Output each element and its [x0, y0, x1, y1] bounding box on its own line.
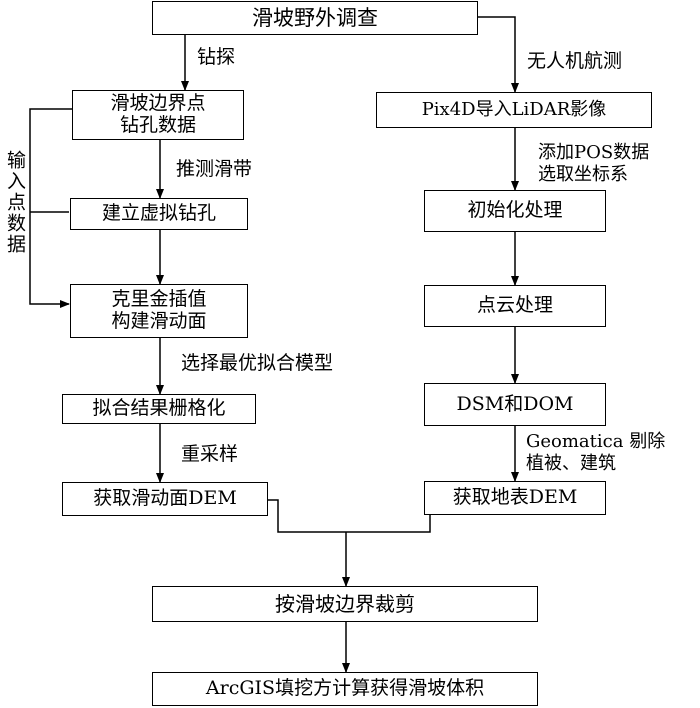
label-geomatica-line1: Geomatica 剔除 [526, 431, 666, 452]
node-init-process: 初始化处理 [424, 190, 606, 232]
node-rasterize-text: 拟合结果栅格化 [92, 397, 226, 420]
node-lidar-import: Pix4D导入LiDAR影像 [376, 92, 652, 128]
connector-survey-to-lidar [478, 16, 519, 93]
label-geomatica-line2: 植被、建筑 [526, 452, 616, 474]
node-kriging-line2: 构建滑动面 [111, 310, 207, 332]
node-field-survey: 滑坡野外调查 [152, 1, 478, 35]
label-resample: 重采样 [181, 443, 239, 465]
node-borehole-data-line1: 滑坡边界点 [110, 92, 206, 115]
label-input-points: 输入点数据 [4, 150, 26, 255]
node-clip-text: 按滑坡边界裁剪 [275, 591, 415, 616]
node-field-survey-text: 滑坡野外调查 [252, 5, 378, 30]
node-borehole-data-line2: 钻孔数据 [119, 114, 196, 136]
node-kriging: 克里金插值 构建滑动面 [70, 284, 248, 338]
connector-input-points [29, 108, 72, 308]
node-borehole-data: 滑坡边界点 钻孔数据 [72, 90, 244, 140]
node-rasterize: 拟合结果栅格化 [62, 394, 256, 424]
node-dsm-dom: DSM和DOM [424, 383, 606, 426]
label-best-model: 选择最优拟合模型 [181, 352, 334, 374]
node-slide-dem-text: 获取滑动面DEM [93, 487, 237, 510]
label-add-pos-line2: 选取坐标系 [538, 163, 628, 185]
node-slide-dem: 获取滑动面DEM [62, 482, 268, 516]
node-volume-text: ArcGIS填挖方计算获得滑坡体积 [205, 677, 485, 700]
label-drilling: 钻探 [197, 46, 236, 68]
node-init-process-text: 初始化处理 [467, 199, 563, 222]
label-add-pos: 添加POS数据 选取坐标系 [538, 142, 649, 185]
node-virtual-borehole: 建立虚拟钻孔 [70, 198, 248, 230]
node-surface-dem: 获取地表DEM [424, 481, 606, 515]
node-surface-dem-text: 获取地表DEM [452, 486, 578, 509]
node-point-cloud: 点云处理 [424, 285, 606, 327]
label-infer-zone: 推测滑带 [176, 158, 253, 180]
node-clip: 按滑坡边界裁剪 [152, 586, 538, 622]
label-geomatica: Geomatica 剔除 植被、建筑 [526, 431, 665, 474]
connector-merge [268, 499, 431, 533]
node-volume: ArcGIS填挖方计算获得滑坡体积 [152, 672, 538, 706]
label-add-pos-line1: 添加POS数据 [538, 142, 650, 163]
node-lidar-import-text: Pix4D导入LiDAR影像 [421, 98, 607, 120]
label-uav-survey: 无人机航测 [527, 50, 623, 72]
node-point-cloud-text: 点云处理 [476, 294, 553, 317]
node-kriging-line1: 克里金插值 [111, 288, 207, 311]
node-dsm-dom-text: DSM和DOM [456, 392, 574, 415]
node-virtual-borehole-text: 建立虚拟钻孔 [101, 202, 216, 225]
